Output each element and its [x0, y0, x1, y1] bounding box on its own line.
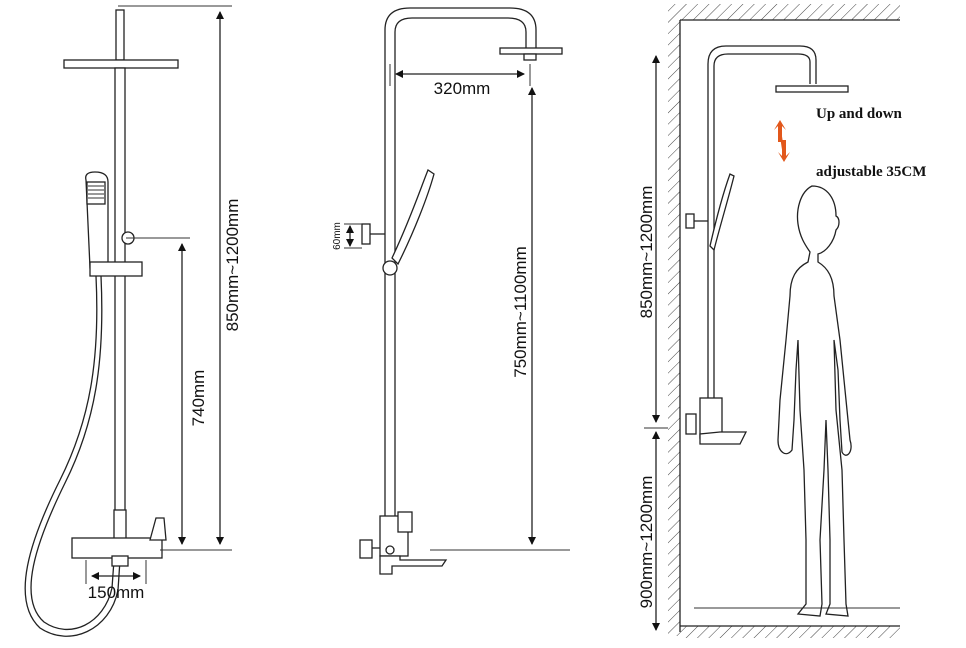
left-slide-height-label: 740mm: [189, 370, 208, 427]
middle-arm-reach-label: 320mm: [434, 79, 491, 98]
left-slide-bracket: [89, 261, 143, 277]
right-rain-head: [775, 85, 849, 93]
floor-hatch: [680, 626, 900, 638]
middle-column-and-arm: [384, 7, 537, 540]
left-total-height-label: 850mm~1200mm: [223, 199, 242, 332]
middle-spout: [379, 555, 448, 575]
left-rain-head: [63, 59, 179, 69]
up-down-arrow-icon: [774, 120, 790, 162]
middle-rain-head: [499, 47, 563, 55]
left-valve-handle: [149, 517, 167, 541]
left-mixer-valve: [71, 537, 163, 559]
left-column-top: [115, 9, 125, 61]
middle-hand-shower: [391, 169, 435, 266]
middle-slider-knob: [382, 260, 398, 276]
person-silhouette: [777, 185, 852, 617]
left-valve-outlet: [111, 555, 129, 567]
left-valve-stem: [113, 509, 127, 541]
right-installation-view: 850mm~1200mm 900mm~1200mm Up and down ad…: [637, 4, 926, 638]
adjust-note-line2: adjustable 35CM: [816, 164, 926, 180]
left-hose: [24, 275, 121, 637]
wall-hatch: [668, 4, 680, 636]
middle-total-height-label: 750mm~1100mm: [511, 246, 530, 378]
right-spout: [699, 431, 748, 445]
left-valve-width-label: 150mm: [88, 583, 145, 602]
middle-holder: [361, 223, 371, 245]
left-hand-shower-face: [86, 181, 106, 205]
right-head-height-label: 850mm~1200mm: [637, 186, 656, 319]
left-shower-front-view: 740mm 850mm~1200mm 150mm: [24, 5, 242, 637]
right-shower-column: [707, 45, 817, 420]
right-hand-shower: [709, 173, 735, 252]
middle-shower-side-view: 320mm 60mm 750mm~1100mm: [332, 7, 570, 575]
adjust-note-line1: Up and down: [816, 106, 903, 122]
left-main-column: [114, 67, 126, 519]
right-valve-height-label: 900mm~1200mm: [637, 476, 656, 609]
middle-holder-label: 60mm: [332, 222, 343, 250]
